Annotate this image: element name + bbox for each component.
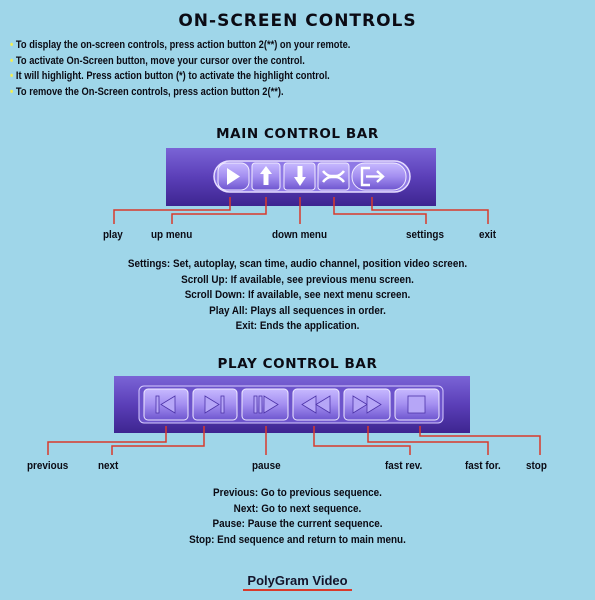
main-control-bar bbox=[166, 148, 436, 206]
brand-logo-text: PolyGram Video bbox=[0, 573, 595, 591]
instruction-item: •To display the on-screen controls, pres… bbox=[10, 38, 350, 54]
stop-icon bbox=[407, 395, 426, 414]
bullet-icon: • bbox=[10, 54, 14, 67]
instruction-text: It will highlight. Press action button (… bbox=[15, 70, 330, 83]
up-menu-button[interactable] bbox=[251, 162, 281, 191]
fast-for-button[interactable] bbox=[343, 388, 391, 421]
fast-rev-label: fast rev. bbox=[385, 460, 423, 472]
next-icon bbox=[204, 395, 225, 414]
bullet-icon: • bbox=[10, 39, 14, 51]
next-label: next bbox=[98, 460, 119, 472]
description-line: Exit: Ends the application. bbox=[235, 320, 360, 333]
instruction-list: •To display the on-screen controls, pres… bbox=[10, 38, 397, 100]
bullet-icon: • bbox=[10, 85, 14, 98]
down-arrow-icon bbox=[294, 166, 306, 186]
settings-label: settings bbox=[406, 229, 444, 241]
play-icon bbox=[227, 168, 240, 185]
instruction-text: To remove the On-Screen controls, press … bbox=[15, 85, 284, 98]
instruction-item: •It will highlight. Press action button … bbox=[10, 69, 350, 85]
instruction-item: •To remove the On-Screen controls, press… bbox=[10, 85, 350, 101]
play-label: play bbox=[103, 229, 123, 241]
down-menu-label: down menu bbox=[272, 229, 327, 241]
play-bar-leader-lines bbox=[47, 426, 541, 455]
instruction-text: To activate On-Screen button, move your … bbox=[15, 54, 305, 67]
fast-for-label: fast for. bbox=[465, 460, 501, 472]
play-button[interactable] bbox=[217, 162, 250, 191]
play-bar-descriptions: Previous: Go to previous sequence. Next:… bbox=[0, 486, 595, 548]
fast-forward-icon bbox=[352, 395, 382, 414]
main-bar-descriptions: Settings: Set, autoplay, scan time, audi… bbox=[0, 257, 595, 335]
previous-label: previous bbox=[27, 460, 69, 472]
next-button[interactable] bbox=[192, 388, 238, 421]
exit-button[interactable] bbox=[351, 162, 407, 191]
description-line: Settings: Set, autoplay, scan time, audi… bbox=[127, 258, 468, 270]
page-title: ON-SCREEN CONTROLS bbox=[178, 11, 417, 31]
instruction-item: •To activate On-Screen button, move your… bbox=[10, 54, 350, 70]
pause-label: pause bbox=[252, 460, 281, 472]
previous-icon bbox=[155, 395, 176, 414]
pause-icon bbox=[253, 395, 279, 414]
pause-button[interactable] bbox=[241, 388, 289, 421]
settings-icon bbox=[321, 170, 346, 183]
description-line: Play All: Plays all sequences in order. bbox=[209, 304, 386, 317]
stop-label: stop bbox=[526, 460, 547, 472]
description-line: Scroll Up: If available, see previous me… bbox=[181, 273, 414, 286]
description-line: Stop: End sequence and return to main me… bbox=[189, 533, 406, 546]
main-control-bar-heading: MAIN CONTROL BAR bbox=[216, 126, 379, 142]
settings-button[interactable] bbox=[317, 162, 350, 191]
down-menu-button[interactable] bbox=[283, 162, 316, 191]
fast-rev-button[interactable] bbox=[292, 388, 340, 421]
play-control-bar-heading: PLAY CONTROL BAR bbox=[217, 356, 378, 372]
exit-label: exit bbox=[479, 229, 497, 241]
description-line: Scroll Down: If available, see next menu… bbox=[184, 289, 411, 302]
up-arrow-icon bbox=[260, 166, 272, 185]
main-bar-leader-lines bbox=[113, 197, 489, 224]
up-menu-label: up menu bbox=[151, 229, 193, 241]
stop-button[interactable] bbox=[394, 388, 440, 421]
play-control-bar bbox=[114, 376, 470, 433]
previous-button[interactable] bbox=[143, 388, 189, 421]
rewind-icon bbox=[301, 395, 331, 414]
instruction-text: To display the on-screen controls, press… bbox=[15, 39, 351, 51]
description-line: Pause: Pause the current sequence. bbox=[212, 518, 383, 531]
brand-name: PolyGram Video bbox=[243, 573, 352, 591]
description-line: Next: Go to next sequence. bbox=[233, 502, 362, 515]
description-line: Previous: Go to previous sequence. bbox=[213, 487, 382, 499]
exit-icon bbox=[360, 166, 385, 187]
bullet-icon: • bbox=[10, 70, 14, 83]
